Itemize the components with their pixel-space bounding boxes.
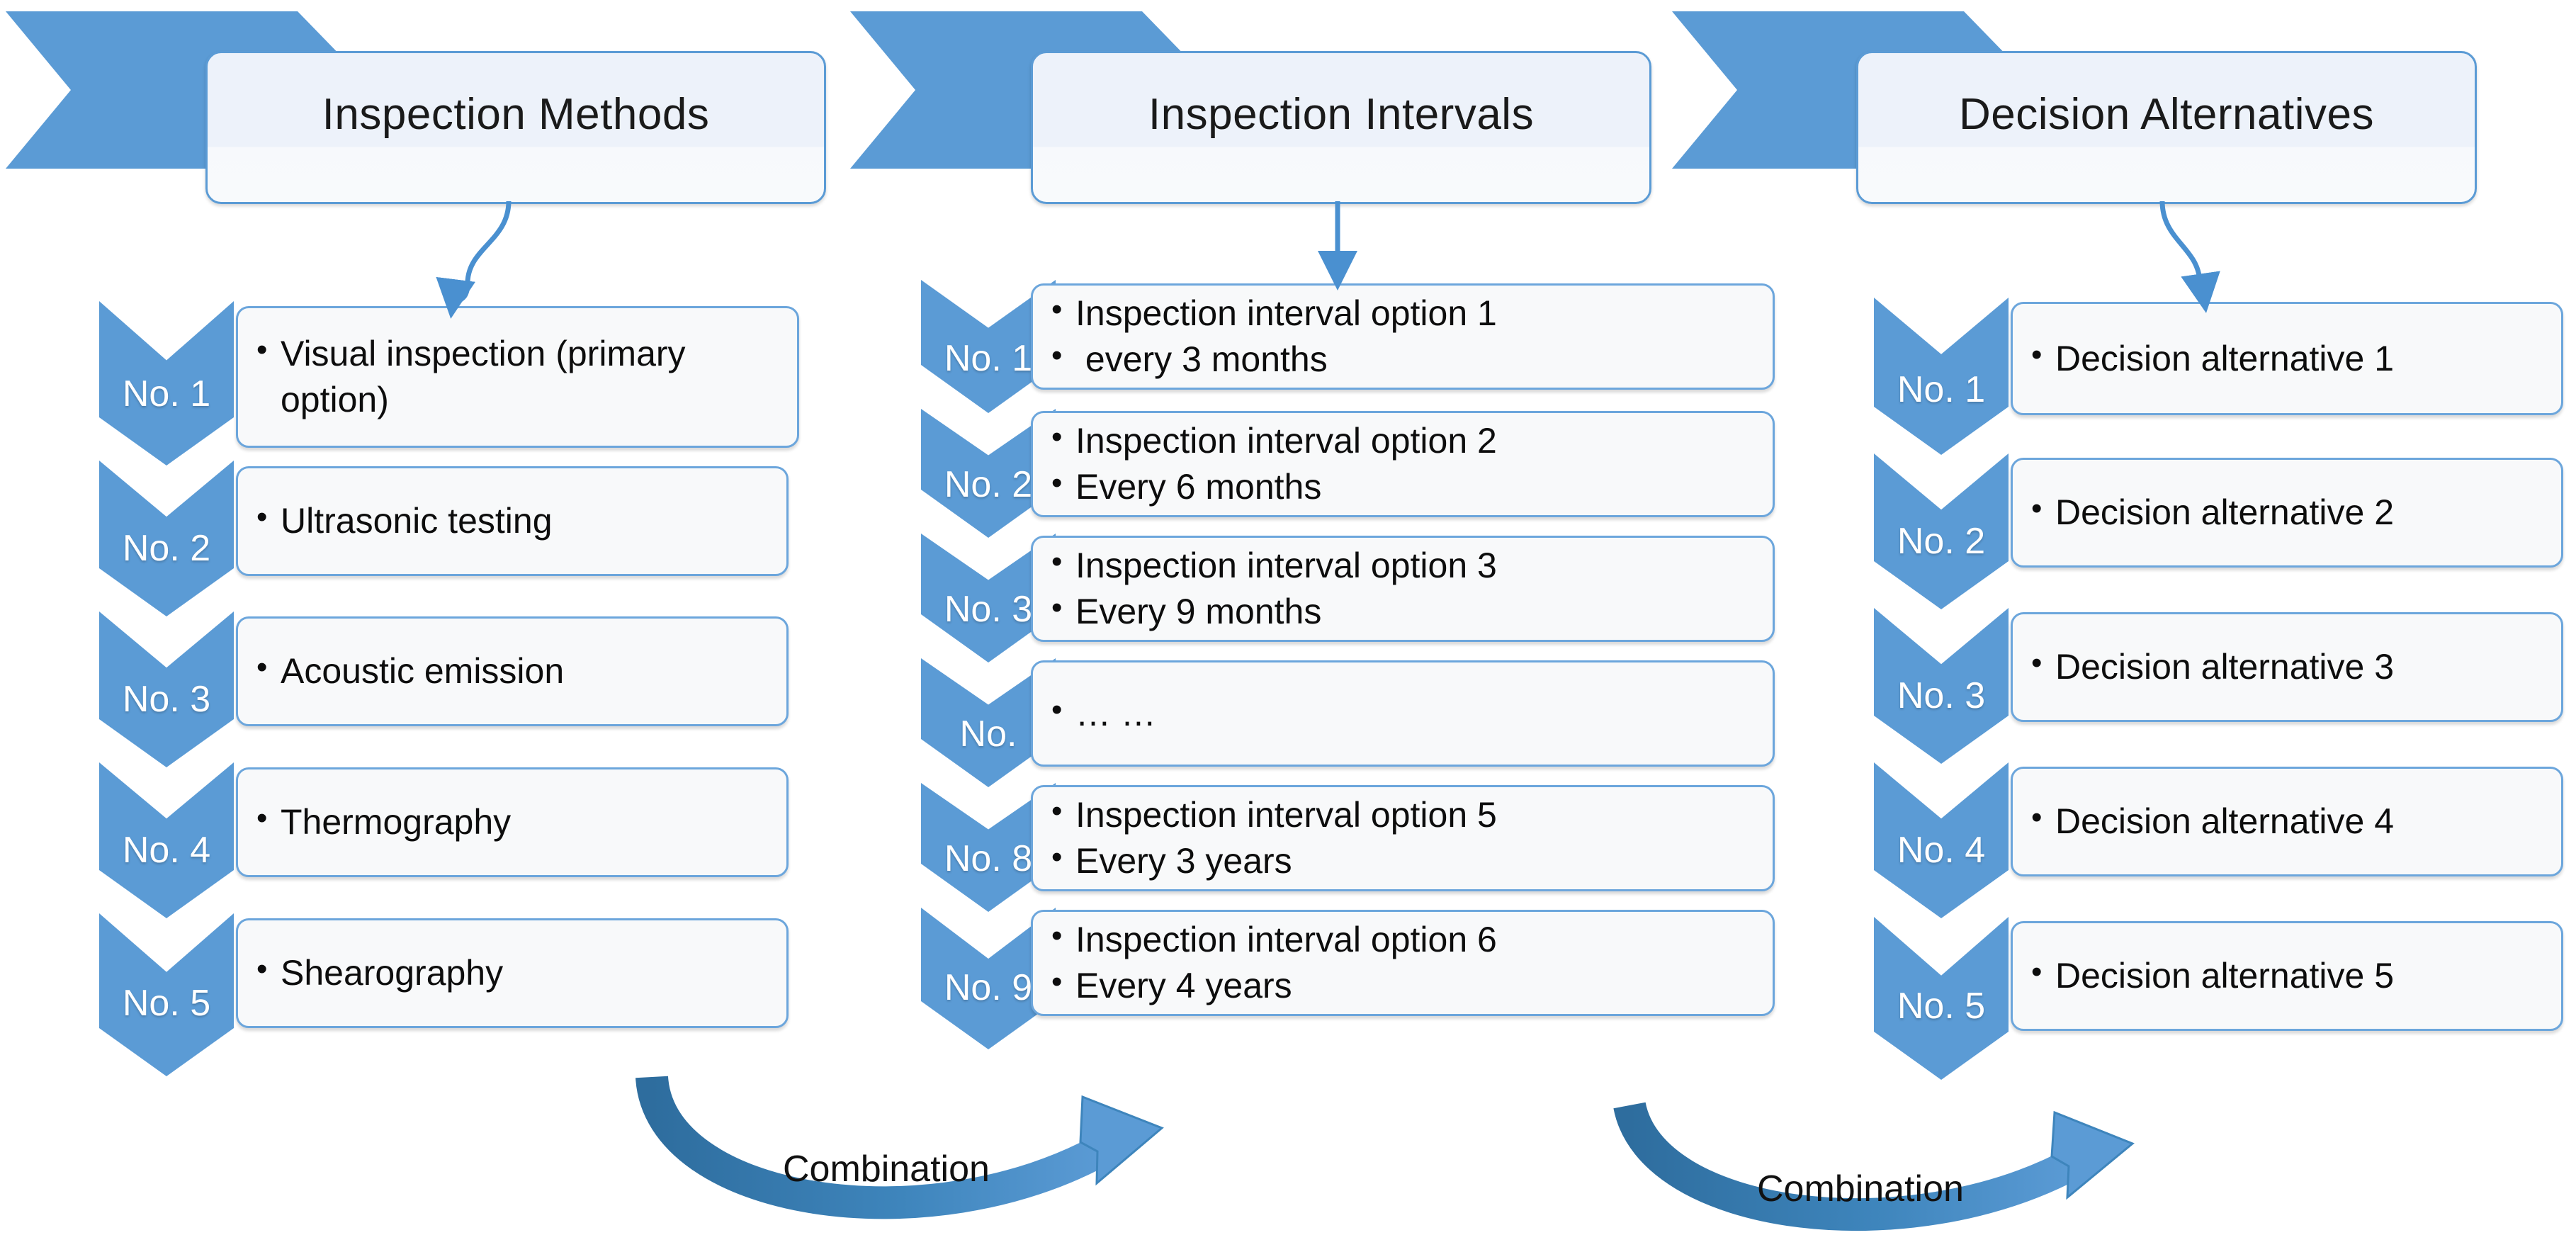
- header-card-inspection-intervals[interactable]: Inspection Intervals: [1031, 51, 1651, 204]
- content-line: Inspection interval option 3: [1051, 541, 1766, 589]
- content-line: Every 9 months: [1051, 587, 1766, 635]
- content-line: Every 3 years: [1051, 837, 1766, 884]
- chevron-label-1-1: No. 1: [122, 373, 211, 415]
- chevron-label-3-4: No. 4: [1897, 830, 1986, 871]
- column-header-label: Inspection Intervals: [1148, 90, 1535, 139]
- content-box-1-4[interactable]: Thermography: [236, 767, 789, 877]
- chevron-label-2-6: No. 9: [944, 967, 1033, 1008]
- chevron-label-1-5: No. 5: [122, 983, 211, 1024]
- content-line: Inspection interval option 5: [1051, 791, 1766, 838]
- chevron-label-1-4: No. 4: [122, 830, 211, 871]
- header-card-inspection-methods[interactable]: Inspection Methods: [205, 51, 826, 204]
- combination-label-2: Combination: [1757, 1168, 1964, 1209]
- chevron-label-3-3: No. 3: [1897, 675, 1986, 716]
- content-line: Decision alternative 4: [2031, 799, 2554, 843]
- content-box-1-1[interactable]: Visual inspection (primary option): [236, 306, 799, 448]
- content-box-2-1[interactable]: Inspection interval option 1 every 3 mon…: [1031, 283, 1775, 390]
- content-box-1-3[interactable]: Acoustic emission: [236, 616, 789, 726]
- content-box-3-1[interactable]: Decision alternative 1: [2011, 302, 2563, 415]
- content-box-1-5[interactable]: Shearography: [236, 918, 789, 1028]
- connector-arrow-column-1: [436, 201, 512, 319]
- content-line: Thermography: [256, 799, 779, 844]
- chevron-label-3-1: No. 1: [1897, 369, 1986, 410]
- connector-arrow-column-3: [2159, 201, 2220, 313]
- column-header-label: Inspection Methods: [322, 90, 710, 139]
- content-line: Decision alternative 1: [2031, 336, 2554, 380]
- content-box-2-5[interactable]: Inspection interval option 5 Every 3 yea…: [1031, 785, 1775, 891]
- content-line: Inspection interval option 1: [1051, 289, 1766, 337]
- content-line: Shearography: [256, 950, 779, 995]
- chevron-label-1-2: No. 2: [122, 528, 211, 569]
- content-line: … …: [1051, 691, 1766, 735]
- content-box-3-4[interactable]: Decision alternative 4: [2011, 767, 2563, 876]
- content-box-3-5[interactable]: Decision alternative 5: [2011, 921, 2563, 1031]
- chevron-label-2-1: No. 1: [944, 338, 1033, 379]
- chevron-label-2-3: No. 3: [944, 589, 1033, 630]
- content-line: Ultrasonic testing: [256, 498, 779, 543]
- content-line: every 3 months: [1051, 335, 1766, 383]
- chevron-label-3-2: No. 2: [1897, 521, 1986, 562]
- content-line: Inspection interval option 2: [1051, 417, 1766, 464]
- content-box-1-2[interactable]: Ultrasonic testing: [236, 466, 789, 576]
- chevron-label-2-5: No. 8: [944, 838, 1033, 879]
- column-header-label: Decision Alternatives: [1959, 90, 2374, 139]
- header-card-decision-alternatives[interactable]: Decision Alternatives: [1856, 51, 2477, 204]
- content-line: Decision alternative 3: [2031, 644, 2554, 689]
- content-line: Acoustic emission: [256, 648, 779, 693]
- chevron-label-2-2: No. 2: [944, 464, 1033, 505]
- content-line: Every 4 years: [1051, 962, 1766, 1009]
- content-box-2-4[interactable]: … …: [1031, 660, 1775, 767]
- content-box-2-3[interactable]: Inspection interval option 3 Every 9 mon…: [1031, 536, 1775, 642]
- content-line: Decision alternative 5: [2031, 953, 2554, 998]
- combination-label-1: Combination: [783, 1149, 990, 1190]
- chevron-label-3-5: No. 5: [1897, 986, 1986, 1027]
- content-box-2-2[interactable]: Inspection interval option 2 Every 6 mon…: [1031, 411, 1775, 517]
- content-box-3-2[interactable]: Decision alternative 2: [2011, 458, 2563, 568]
- chevron-label-1-3: No. 3: [122, 679, 211, 720]
- chevron-label-2-4: No.: [959, 714, 1017, 755]
- content-line: Every 6 months: [1051, 463, 1766, 510]
- content-line: Visual inspection (primary option): [256, 329, 790, 423]
- content-box-2-6[interactable]: Inspection interval option 6 Every 4 yea…: [1031, 910, 1775, 1016]
- content-box-3-3[interactable]: Decision alternative 3: [2011, 612, 2563, 722]
- content-line: Decision alternative 2: [2031, 490, 2554, 534]
- content-line: Inspection interval option 6: [1051, 915, 1766, 963]
